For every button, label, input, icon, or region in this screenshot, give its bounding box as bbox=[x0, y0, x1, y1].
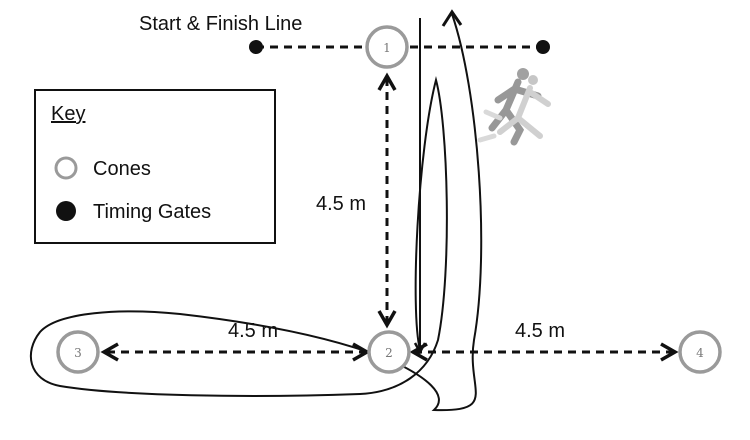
timing-gate-right bbox=[536, 40, 550, 54]
key-timing-gates-label: Timing Gates bbox=[93, 201, 211, 223]
cone-3: 3 bbox=[56, 330, 100, 374]
cone-4-number: 4 bbox=[696, 346, 704, 360]
running-path bbox=[29, 9, 483, 412]
arrowhead-up bbox=[377, 72, 397, 91]
arrowhead-left-a bbox=[100, 342, 119, 362]
key-box: Key Cones Timing Gates bbox=[34, 89, 276, 244]
vertical-distance-label: 4.5 m bbox=[316, 193, 366, 215]
cone-2: 2 bbox=[367, 330, 411, 374]
right-distance-label: 4.5 m bbox=[515, 320, 565, 342]
runner-icon bbox=[477, 68, 551, 146]
arrowhead-right-b bbox=[660, 342, 679, 362]
cone-1: 1 bbox=[365, 25, 409, 69]
path-end-arrowhead bbox=[441, 9, 463, 27]
key-cone-symbol bbox=[54, 156, 78, 180]
cone-3-number: 3 bbox=[74, 346, 82, 360]
key-timing-gate-symbol bbox=[56, 201, 76, 221]
cone-2-number: 2 bbox=[385, 346, 393, 360]
cone-1-number: 1 bbox=[383, 41, 391, 55]
path-start-arrowhead bbox=[413, 342, 427, 355]
timing-gate-left bbox=[249, 40, 263, 54]
start-finish-label: Start & Finish Line bbox=[139, 13, 302, 35]
arrowhead-down bbox=[377, 310, 397, 329]
cone-4: 4 bbox=[678, 330, 722, 374]
key-title: Key bbox=[51, 103, 85, 125]
key-cones-label: Cones bbox=[93, 158, 151, 180]
